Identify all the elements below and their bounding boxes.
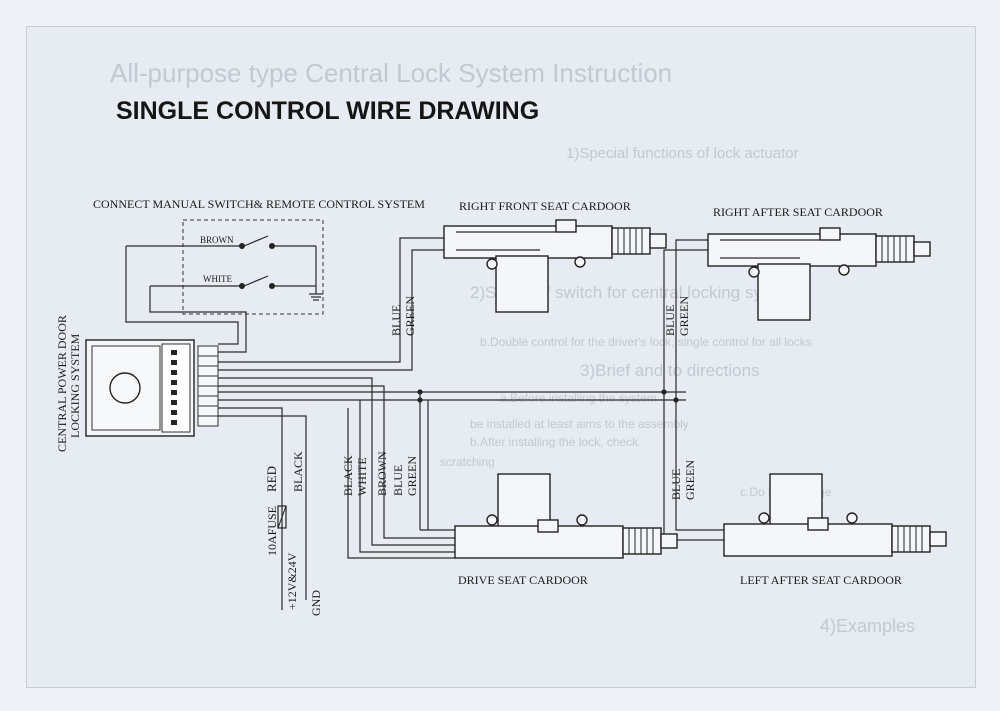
bg-line: 4)Examples	[820, 616, 915, 636]
wire-label-blue: BLUE	[669, 469, 683, 500]
wire-label-blue: BLUE	[389, 305, 403, 336]
wire-label-blue: BLUE	[391, 465, 405, 496]
main-harness	[218, 237, 724, 610]
background-instructions: All-purpose type Central Lock System Ins…	[110, 58, 915, 636]
bg-line: b.Double control for the driver's lock, …	[480, 335, 812, 349]
brown-switch-lever	[243, 235, 269, 247]
left-after-wire-labels: BLUE GREEN	[669, 460, 697, 500]
left-after-label: LEFT AFTER SEAT CARDOOR	[740, 573, 902, 587]
power-labels: RED BLACK 10AFUSE +12V&24V GND	[264, 451, 323, 616]
wire-label-black: BLACK	[341, 455, 355, 496]
switch-wires	[125, 246, 247, 353]
right-after-wire-labels: BLUE GREEN	[663, 296, 691, 336]
control-unit: CENTRAL POWER DOOR LOCKING SYSTEM	[55, 315, 219, 452]
right-after-label: RIGHT AFTER SEAT CARDOOR	[713, 205, 883, 219]
wire-label-green: GREEN	[677, 296, 691, 336]
right-front-wire-labels: BLUE GREEN	[389, 296, 417, 336]
black-wire-label: BLACK	[291, 451, 305, 492]
white-switch-lever	[243, 275, 269, 287]
actuator-body	[443, 225, 613, 259]
brown-switch-label: BROWN	[200, 235, 234, 245]
bg-line: b.After installing the lock, check	[470, 435, 639, 449]
drive-wire-labels: BLACK WHITE BROWN BLUE GREEN	[341, 451, 419, 496]
voltage-label: +12V&24V	[285, 552, 299, 610]
switch-contact	[239, 243, 245, 249]
drive-seat-actuator: DRIVE SEAT CARDOOR	[454, 473, 678, 587]
wire-label-brown: BROWN	[375, 451, 389, 496]
wire-label-green: GREEN	[405, 456, 419, 496]
switch-box: CONNECT MANUAL SWITCH& REMOTE CONTROL SY…	[93, 197, 425, 315]
switch-box-title: CONNECT MANUAL SWITCH& REMOTE CONTROL SY…	[93, 197, 425, 211]
red-wire-label: RED	[264, 466, 279, 492]
white-switch-label: WHITE	[203, 274, 232, 284]
switch-contact	[239, 283, 245, 289]
control-unit-button	[109, 372, 141, 404]
actuator-motor	[495, 255, 549, 313]
control-unit-label-2: LOCKING SYSTEM	[68, 333, 82, 438]
right-front-label: RIGHT FRONT SEAT CARDOOR	[459, 199, 631, 213]
right-front-actuator: RIGHT FRONT SEAT CARDOOR	[443, 199, 667, 313]
diagram-title: SINGLE CONTROL WIRE DRAWING	[116, 97, 539, 125]
fuse-icon	[277, 505, 287, 529]
wire-label-blue: BLUE	[663, 305, 677, 336]
bg-line: 1)Special functions of lock actuator	[566, 145, 799, 162]
bg-line: scratching	[440, 455, 495, 469]
wire-label-white: WHITE	[355, 457, 369, 496]
bg-line: 3)Brief and to directions	[580, 361, 760, 380]
control-unit-label-1: CENTRAL POWER DOOR	[55, 315, 69, 452]
fuse-label: 10AFUSE	[265, 506, 279, 556]
switch-contact	[269, 243, 275, 249]
bg-line: be installed at least aims to the assemb…	[470, 417, 689, 431]
drive-seat-label: DRIVE SEAT CARDOOR	[458, 573, 588, 587]
wire-label-green: GREEN	[683, 460, 697, 500]
bg-line: a.Before installing the system	[500, 391, 657, 405]
gnd-label: GND	[309, 590, 323, 616]
bg-heading: All-purpose type Central Lock System Ins…	[110, 58, 672, 88]
switch-contact	[269, 283, 275, 289]
switch-box-outline	[182, 219, 324, 315]
ground-symbol	[309, 293, 323, 301]
actuator-motor	[757, 263, 811, 321]
bg-line: 2)Styles of switch for central locking s…	[470, 283, 799, 302]
right-after-actuator: RIGHT AFTER SEAT CARDOOR	[707, 205, 931, 321]
wire-label-green: GREEN	[403, 296, 417, 336]
actuator-body	[707, 233, 877, 267]
left-after-actuator: LEFT AFTER SEAT CARDOOR	[723, 473, 947, 587]
